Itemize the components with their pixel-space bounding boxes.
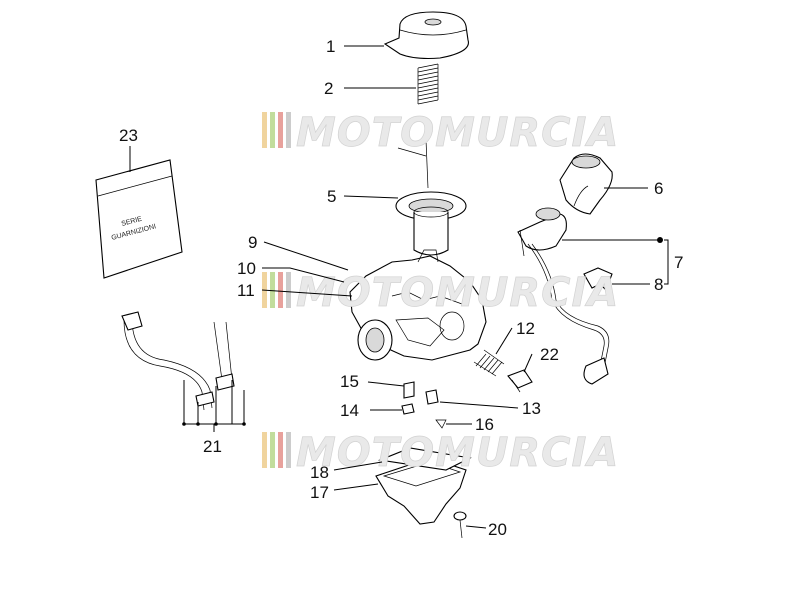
- callout-20: 20: [488, 520, 507, 539]
- part-needle: [397, 139, 429, 189]
- watermark: MOTOMURCIA MOTOMURCIA MOTOMURCIA: [262, 110, 619, 476]
- part-idle-screw: [507, 369, 533, 393]
- watermark-instance-3: MOTOMURCIA: [262, 430, 619, 476]
- callout-16: 16: [475, 415, 494, 434]
- watermark-text-3: MOTOMURCIA: [296, 430, 619, 476]
- part-idle-spring: [473, 349, 505, 377]
- watermark-text-2: MOTOMURCIA: [296, 270, 619, 316]
- callout-18: 18: [310, 463, 329, 482]
- callout-1: 1: [326, 37, 335, 56]
- watermark-instance-1: MOTOMURCIA: [262, 110, 619, 156]
- part-hoses: [121, 311, 246, 432]
- callout-17: 17: [310, 483, 329, 502]
- callout-9: 9: [248, 233, 257, 252]
- callout-15: 15: [340, 372, 359, 391]
- part-float-bowl: [375, 447, 472, 525]
- callout-6: 6: [654, 179, 663, 198]
- callout-11: 11: [237, 281, 255, 300]
- callout-14: 14: [340, 401, 359, 420]
- part-top-cover: [383, 11, 469, 60]
- part-clip: [583, 267, 613, 291]
- callout-7: 7: [674, 253, 683, 272]
- part-spring: [417, 63, 439, 105]
- part-slide-diaphragm: [395, 191, 467, 256]
- callout-8: 8: [654, 275, 663, 294]
- watermark-instance-2: MOTOMURCIA: [262, 270, 619, 316]
- callout-21: 21: [203, 437, 222, 456]
- callout-13: 13: [522, 399, 541, 418]
- callout-10: 10: [237, 259, 256, 278]
- callout-2: 2: [324, 79, 333, 98]
- callout-23: 23: [119, 126, 138, 145]
- callout-5: 5: [327, 187, 336, 206]
- part-choke-cap: [559, 153, 613, 215]
- part-gasket-pack: SERIE GUARNIZIONI: [95, 159, 183, 279]
- callouts: 1 2 5 6 7 8 9 10 11 12 13 14 15 16 17 18: [119, 37, 683, 539]
- part-jets: [401, 381, 447, 429]
- part-bowl-screw: [453, 511, 467, 539]
- callout-12: 12: [516, 319, 535, 338]
- part-auto-choke: [517, 207, 610, 385]
- watermark-text-1: MOTOMURCIA: [296, 110, 619, 156]
- part-carburettor-body: [349, 249, 487, 361]
- callout-22: 22: [540, 345, 559, 364]
